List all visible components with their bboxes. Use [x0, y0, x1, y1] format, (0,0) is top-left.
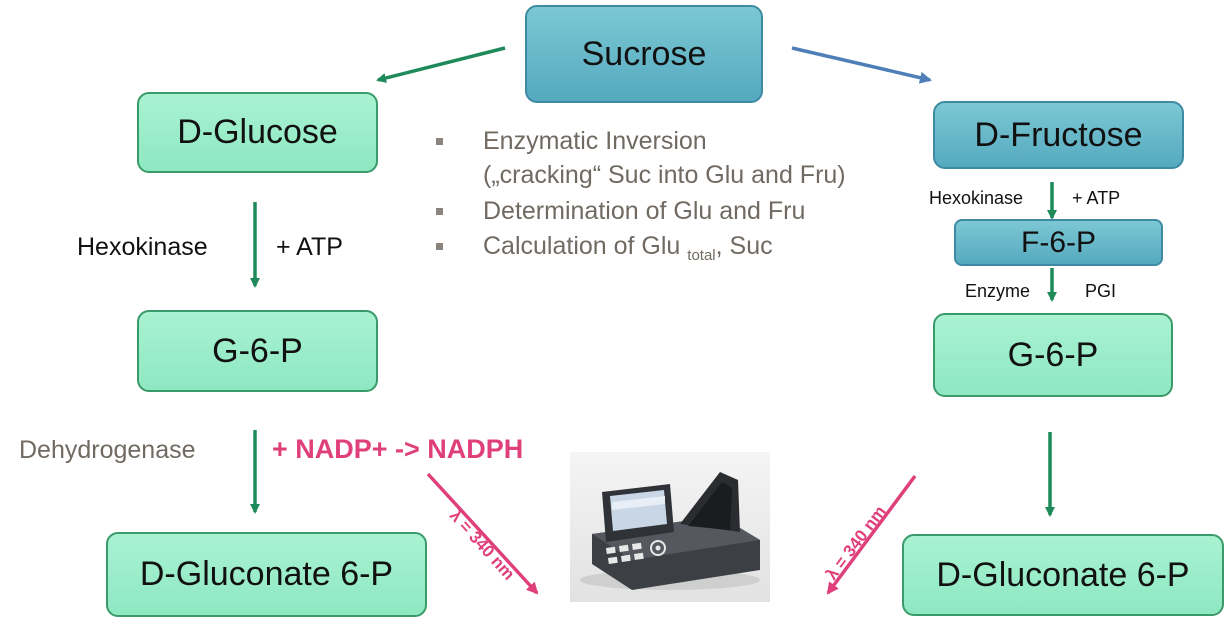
label-pgi: PGI	[1085, 281, 1117, 301]
node-f-6-p-label: F-6-P	[1021, 225, 1096, 259]
bullet-marker	[436, 208, 443, 215]
arrow-detection-left	[426, 472, 539, 595]
bullet-text-line2: („cracking“ Suc into Glu and Fru)	[483, 161, 846, 189]
photometer-illustration	[580, 472, 760, 590]
label-hexokinase-right: Hexokinase	[929, 188, 1024, 208]
node-g-6-p-right-label: G-6-P	[1007, 335, 1099, 374]
bullet-text-main: Calculation of Glu	[483, 232, 688, 260]
node-f-6-p: F-6-P	[954, 219, 1163, 266]
node-d-fructose: D-Fructose	[933, 101, 1184, 169]
bullet-text: Calculation of Glu total, Suc	[483, 229, 773, 273]
label-nadp-reaction: + NADP+ -> NADPH	[272, 434, 524, 464]
bullet-text-line1: Enzymatic Inversion	[483, 127, 707, 155]
node-g-6-p-left-label: G-6-P	[212, 331, 303, 370]
bullet-determination: Determination of Glu and Fru	[436, 194, 916, 228]
arrow-sucrose-to-fructose	[791, 46, 932, 84]
node-d-glucose: D-Glucose	[137, 92, 378, 173]
bullet-calculation: Calculation of Glu total, Suc	[436, 229, 916, 269]
label-atp-left: + ATP	[276, 233, 343, 261]
label-atp-right: + ATP	[1072, 188, 1121, 208]
node-d-gluconate-right: D-Gluconate 6-P	[902, 534, 1224, 616]
bullet-text: Determination of Glu and Fru	[483, 197, 806, 225]
label-enzyme: Enzyme	[965, 281, 1031, 301]
node-sucrose-label: Sucrose	[581, 34, 707, 73]
bullet-marker	[436, 138, 443, 145]
node-g-6-p-left: G-6-P	[137, 310, 378, 392]
arrow-sucrose-to-glucose	[376, 46, 506, 83]
node-d-fructose-label: D-Fructose	[974, 115, 1143, 154]
label-dehydrogenase: Dehydrogenase	[19, 436, 196, 464]
arrow-detection-right	[826, 474, 917, 595]
bullet-text-subscript: total	[687, 247, 716, 264]
photometer-image	[570, 452, 770, 602]
bullet-marker	[436, 243, 443, 250]
node-sucrose: Sucrose	[525, 5, 763, 103]
node-g-6-p-right: G-6-P	[933, 313, 1173, 397]
node-d-gluconate-right-label: D-Gluconate 6-P	[936, 555, 1190, 594]
label-hexokinase-left: Hexokinase	[77, 233, 208, 261]
bullet-enzymatic-inversion: Enzymatic Inversion („cracking“ Suc into…	[436, 124, 916, 194]
bullet-text-tail: , Suc	[715, 232, 773, 260]
node-d-gluconate-left: D-Gluconate 6-P	[106, 532, 427, 617]
node-d-gluconate-left-label: D-Gluconate 6-P	[139, 555, 394, 593]
node-d-glucose-label: D-Glucose	[177, 113, 338, 151]
